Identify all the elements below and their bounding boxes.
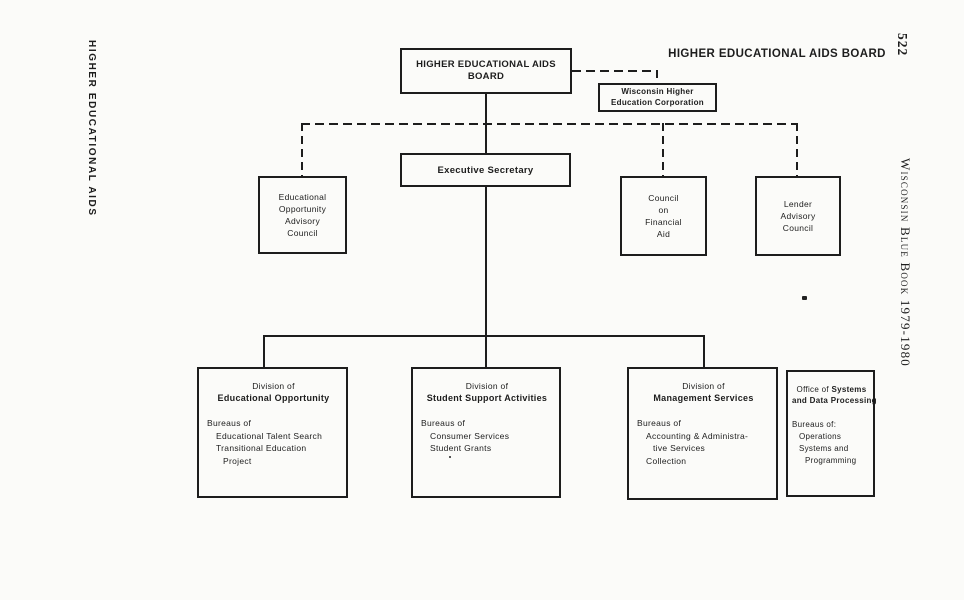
node-label: Advisory (780, 211, 816, 221)
bureaus-label: Bureaus of (421, 418, 466, 428)
bureau-item: tive Services (653, 443, 706, 453)
dashed-drop-lender-advisory (796, 123, 798, 177)
connector-divisions-horizontal (263, 335, 705, 337)
node-council-on-financial-aid: Council on Financial Aid (620, 176, 707, 256)
node-label: Council (287, 228, 318, 238)
page-header: HIGHER EDUCATIONAL AIDS BOARD (668, 48, 886, 60)
node-label: Advisory (285, 216, 320, 226)
bureau-item: Operations (799, 432, 842, 441)
node-executive-secretary: Executive Secretary (400, 153, 571, 187)
division-name: Educational Opportunity (217, 393, 330, 403)
node-label: Opportunity (278, 204, 327, 214)
node-label: BOARD (467, 71, 505, 82)
bureau-item: Systems and (799, 444, 849, 453)
connector-drop-division-3 (703, 335, 705, 369)
ink-speck (802, 296, 807, 300)
node-division-management-services: Division of Management Services Bureaus … (627, 367, 778, 500)
node-label: Lender (783, 199, 813, 209)
node-label: Wisconsin Higher (621, 87, 694, 96)
office-title-line: Office of Systems (796, 385, 867, 394)
bureau-item: Student Grants (430, 443, 492, 453)
bureau-item: Consumer Services (430, 430, 510, 441)
node-label: Educational (278, 192, 327, 202)
bureau-item: Programming (805, 456, 857, 465)
division-label: Division of (682, 381, 725, 391)
node-label: Education Corporation (611, 97, 704, 107)
node-label: HIGHER EDUCATIONAL AIDS (416, 59, 556, 70)
node-label: Council (648, 193, 679, 203)
bureau-item: Accounting & Administra- (646, 430, 749, 441)
office-title-line: and Data Processing (792, 396, 877, 405)
node-division-educational-opportunity: Division of Educational Opportunity Bure… (197, 367, 348, 498)
left-margin-label: HIGHER EDUCATIONAL AIDS (86, 40, 97, 217)
node-label: Financial (645, 217, 682, 227)
node-wisconsin-higher-education-corporation: Wisconsin Higher Education Corporation (598, 83, 717, 112)
node-educational-opportunity-advisory-council: Educational Opportunity Advisory Council (258, 176, 347, 254)
dashed-drop-whec (656, 70, 658, 84)
dashed-connector-board-to-whec (572, 70, 658, 72)
connector-drop-division-1 (263, 335, 265, 368)
bureau-item: Educational Talent Search (216, 430, 323, 441)
dashed-drop-council-financial-aid (662, 123, 664, 177)
node-label: Aid (656, 229, 671, 239)
node-office-of-systems-and-data-processing: Office of Systems and Data Processing Bu… (786, 370, 877, 497)
bureaus-label: Bureaus of (207, 418, 252, 428)
connector-exec-to-divisions (485, 186, 487, 337)
bureau-item: Transitional Education (216, 443, 307, 453)
bureau-item: Collection (646, 455, 687, 466)
division-name: Student Support Activities (426, 393, 548, 403)
bureaus-label: Bureaus of: (792, 420, 837, 429)
node-higher-educational-aids-board: HIGHER EDUCATIONAL AIDS BOARD (400, 48, 572, 94)
right-margin-label: Wisconsin Blue Book 1979-1980 (898, 158, 913, 367)
connector-drop-division-2 (485, 335, 487, 368)
dashed-advisory-horizontal (301, 123, 798, 125)
node-label: on (658, 205, 669, 215)
node-lender-advisory-council: Lender Advisory Council (755, 176, 841, 256)
page-number: 522 (895, 33, 910, 57)
bureau-item: Project (223, 455, 252, 466)
node-label: Council (782, 223, 814, 233)
division-name: Management Services (653, 393, 754, 403)
division-label: Division of (465, 381, 509, 391)
dashed-drop-educational-opportunity-advisory (301, 123, 303, 177)
node-division-student-support-activities: Division of Student Support Activities B… (411, 367, 561, 498)
bureaus-label: Bureaus of (637, 418, 682, 428)
ink-speck (449, 456, 451, 458)
node-label: Executive Secretary (437, 164, 534, 176)
division-label: Division of (252, 381, 295, 391)
